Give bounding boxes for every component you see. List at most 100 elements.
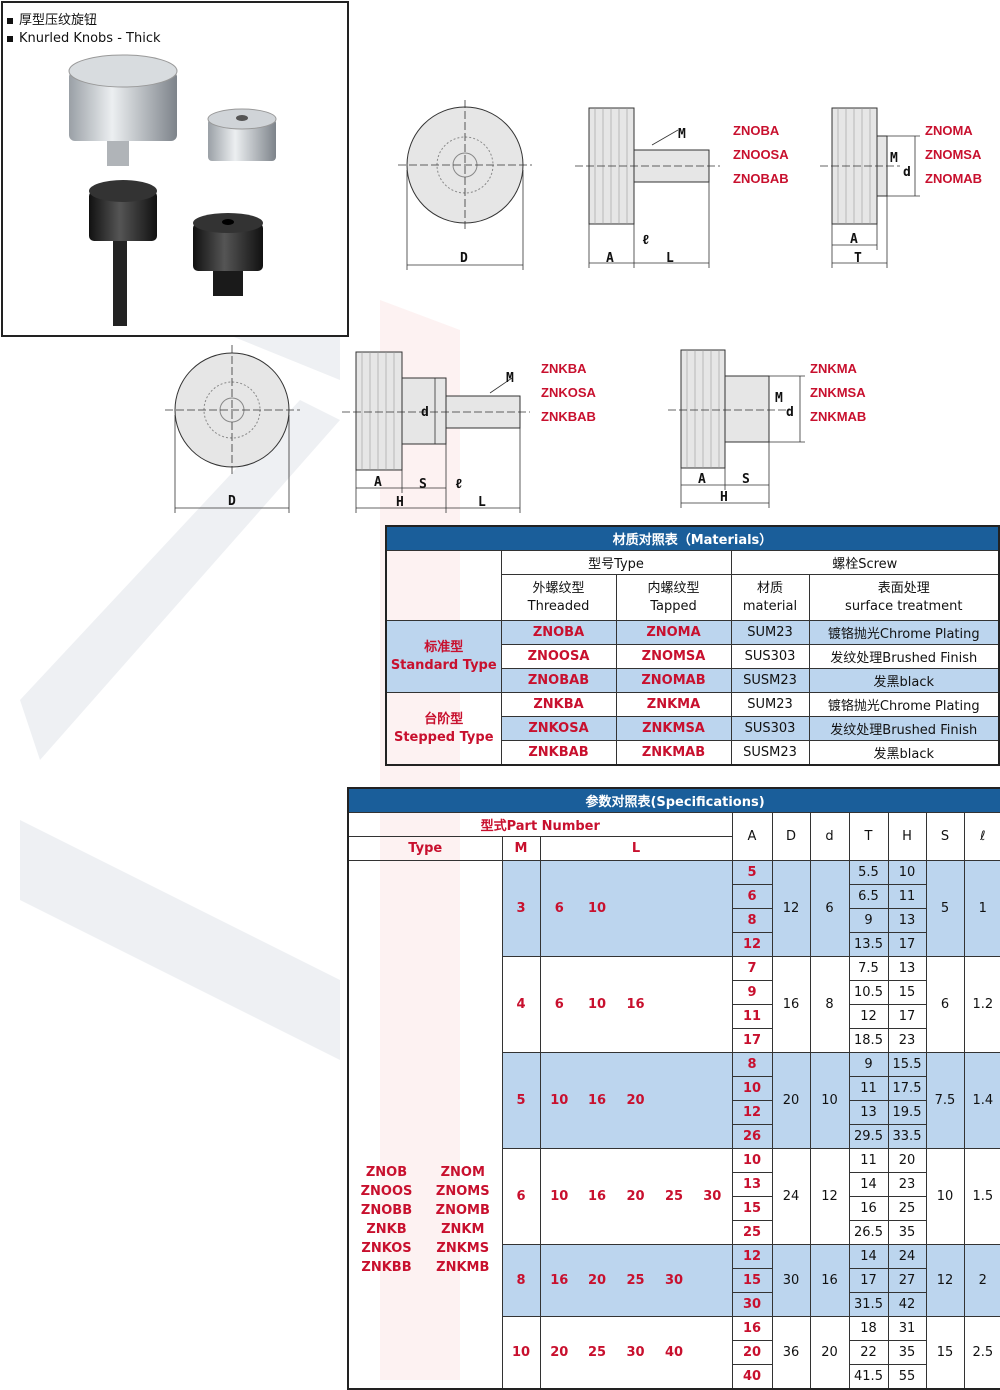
l-header: L [539,836,733,861]
type-code: ZNKOS [361,1240,412,1256]
dim-A: A [698,472,706,487]
materials-title: 材质对照表（Materials） [385,525,1000,551]
dim-H: H [720,490,728,505]
l-value: 30 [616,1316,655,1390]
a-value: 15 [731,1196,773,1221]
type-code: ZNOMB [435,1202,490,1218]
t-value: 17 [848,1268,889,1293]
t-value: 13 [848,1100,889,1125]
a-value: 8 [731,1052,773,1077]
model-codes-1: ZNOBA ZNOOSA ZNOBAB [733,123,789,186]
dim-d: d [786,405,794,420]
l-value [693,1244,732,1317]
a-value: 26 [731,1124,773,1149]
dim-d: d [903,165,911,180]
type-code: ZNKMB [436,1259,490,1275]
type-header: Type [347,836,503,861]
a-value: 5 [731,860,773,885]
s-value: 5 [925,860,965,957]
a-value: 12 [731,932,773,957]
h-value: 25 [887,1196,927,1221]
l-value: 20 [540,1316,578,1390]
h-value: 10 [887,860,927,885]
l-value: 25 [655,1148,693,1245]
h-value: 55 [887,1364,927,1390]
table-row: ZNOOSA ZNOMSA SUS303 发纹处理Brushed Finish [386,644,1000,669]
a-value: 13 [731,1172,773,1197]
d-value: 24 [771,1148,811,1245]
product-photo-panel: 厚型压纹旋钮 Knurled Knobs - Thick [1,1,349,337]
a-value: 8 [731,908,773,933]
dim-A: A [850,232,858,247]
h-value: 15 [887,980,927,1005]
l-value: 16 [578,1052,616,1149]
type-code: ZNOBB [360,1202,413,1218]
h-value: 11 [887,884,927,909]
a-value: 9 [731,980,773,1005]
type-code: ZNKM [441,1221,485,1237]
a-value: 40 [731,1364,773,1390]
t-value: 9 [848,908,889,933]
d-value: 30 [771,1244,811,1317]
table-row: ZNOBAB ZNOMAB SUSM23 发黑black [386,668,1000,693]
l-value: 10 [540,1052,578,1149]
l-value [693,1316,732,1390]
h-value: 23 [887,1172,927,1197]
bullet-icon [7,35,13,42]
l-value: 40 [655,1316,693,1390]
l-value: 30 [693,1148,732,1245]
l-small-value: 2 [963,1244,1000,1317]
l-value [616,860,655,957]
m-value: 6 [501,1148,541,1245]
l-value: 6 [540,860,578,957]
s-value: 12 [925,1244,965,1317]
h-value: 13 [887,908,927,933]
h-value: 17 [887,1004,927,1029]
l-small-value: 1 [963,860,1000,957]
dim-H: H [396,495,404,510]
h-value: 31 [887,1316,927,1341]
d-value: 12 [771,860,811,957]
small-d-value: 20 [809,1316,850,1390]
t-value: 31.5 [848,1292,889,1317]
t-value: 16 [848,1196,889,1221]
type-code: ZNOOS [360,1183,413,1199]
h-value: 27 [887,1268,927,1293]
t-value: 5.5 [848,860,889,885]
model-codes-3: ZNKBA ZNKOSA ZNKBAB [541,361,596,424]
knob-photos [68,54,277,326]
title-cn: 厚型压纹旋钮 [19,13,98,28]
h-value: 15.5 [887,1052,927,1077]
h-value: 42 [887,1292,927,1317]
h-value: 17.5 [887,1076,927,1101]
l-value [655,860,693,957]
a-value: 10 [731,1076,773,1101]
t-value: 26.5 [848,1220,889,1245]
type-code: ZNKB [366,1221,407,1237]
dim-S: S [742,472,750,487]
t-value: 6.5 [848,884,889,909]
dim-M: M [775,391,783,406]
t-value: 9 [848,1052,889,1077]
m-value: 5 [501,1052,541,1149]
a-value: 10 [731,1148,773,1173]
t-value: 18 [848,1316,889,1341]
l-value: 10 [540,1148,578,1245]
dim-d: d [421,405,429,420]
l-value: 10 [578,860,616,957]
l-value: 20 [616,1148,655,1245]
dim-A: A [374,475,382,490]
small-d-value: 8 [809,956,850,1053]
a-value: 16 [731,1316,773,1341]
m-value: 3 [501,860,541,957]
